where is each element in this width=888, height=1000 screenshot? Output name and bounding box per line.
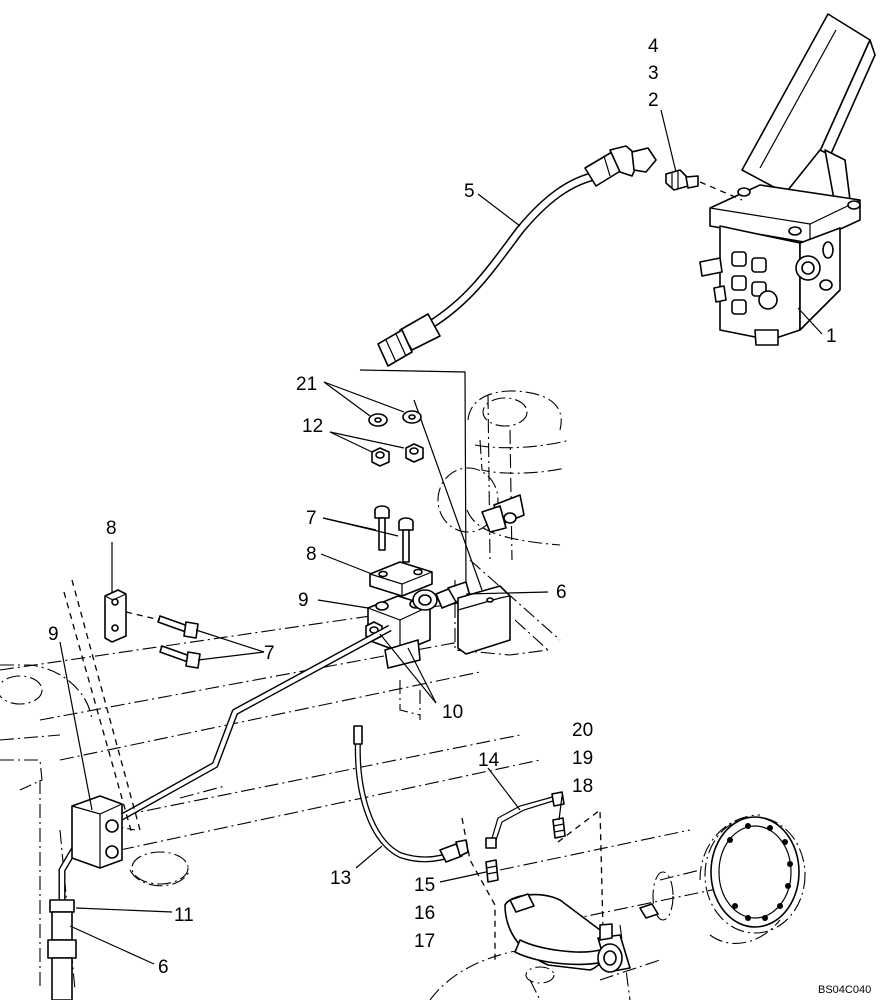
- callout-labels: 4 3 2 5 1 21 12 7 8 6 9 10 8 9 7 14 20 1…: [48, 36, 837, 978]
- callout-4: 4: [648, 36, 659, 57]
- callout-2: 2: [648, 90, 659, 111]
- fitting-18: [552, 817, 566, 839]
- clamp-9-left: [71, 795, 123, 869]
- assembly-line: [413, 399, 483, 591]
- hose-5: [377, 145, 657, 367]
- callout-13: 13: [330, 868, 351, 889]
- callout-8-mid: 8: [306, 544, 317, 565]
- callout-10: 10: [442, 702, 463, 723]
- hub-bolts: [727, 823, 793, 921]
- callout-11: 11: [174, 905, 194, 926]
- clamp-top-8: [369, 561, 433, 597]
- callout-1: 1: [826, 326, 837, 347]
- callout-12: 12: [302, 416, 323, 437]
- callout-8-left: 8: [106, 518, 117, 539]
- fitting-15: [485, 859, 499, 883]
- assembly-line-2: [699, 181, 743, 201]
- callout-17: 17: [414, 931, 435, 952]
- drawing-reference-code: BS04C040: [818, 984, 871, 996]
- callout-7-left: 7: [264, 643, 275, 664]
- leader-lines: [59, 109, 823, 965]
- assembly-line-zigzag: [461, 817, 496, 960]
- fitting-2: [665, 169, 699, 191]
- callout-19: 19: [572, 748, 593, 769]
- brake-hose-13: [353, 725, 469, 863]
- callout-16: 16: [414, 903, 435, 924]
- callout-5: 5: [464, 181, 475, 202]
- assembly-line-7: [125, 611, 161, 621]
- bulkhead-fitting: [481, 494, 525, 533]
- bolts-7-top: [374, 505, 414, 563]
- callout-7-top: 7: [306, 508, 317, 529]
- assembly-line-left: [63, 591, 133, 835]
- washers-21: [368, 410, 422, 427]
- callout-6-mid: 6: [556, 582, 567, 603]
- assembly-line: [359, 369, 467, 586]
- callout-3: 3: [648, 63, 659, 84]
- callout-9-left: 9: [48, 624, 59, 645]
- callout-21: 21: [296, 374, 317, 395]
- brake-valve-assembly: [699, 13, 876, 346]
- callout-14: 14: [478, 750, 500, 771]
- callout-9-mid: 9: [298, 590, 309, 611]
- mounting-bracket: [457, 585, 511, 655]
- callout-15: 15: [414, 875, 435, 896]
- nuts-12: [371, 443, 424, 467]
- detail-circle: [437, 467, 499, 533]
- assembly-line-zigzag: [557, 808, 604, 931]
- callout-6-bottom: 6: [158, 957, 169, 978]
- machine-frame-phantom: [0, 390, 806, 1000]
- callout-20: 20: [572, 720, 593, 741]
- axle-brake-assembly: [504, 816, 800, 973]
- callout-18: 18: [572, 776, 593, 797]
- fitting-6-bottom: [47, 899, 77, 1000]
- clamp-8-left: [104, 589, 127, 643]
